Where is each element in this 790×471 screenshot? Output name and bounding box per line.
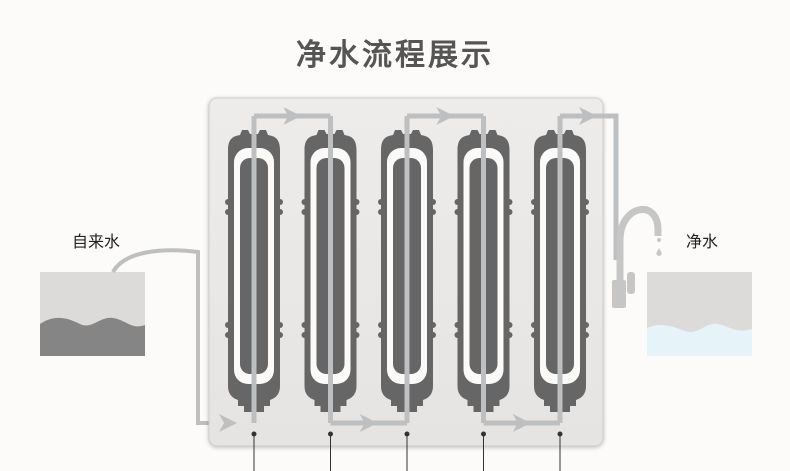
- cartridge-bump: [506, 199, 513, 205]
- cartridge-bump: [454, 209, 461, 215]
- faucet-icon: [612, 206, 662, 308]
- cartridge-bump: [378, 209, 384, 215]
- cartridge-bump: [430, 209, 436, 215]
- cartridge-bump: [301, 209, 308, 215]
- cartridge-bump: [225, 199, 231, 205]
- pure-water-wave: [647, 323, 752, 356]
- cartridge-bump: [353, 199, 360, 205]
- page-title: 净水流程展示: [296, 38, 494, 73]
- cartridge-bump: [277, 322, 283, 328]
- cartridge-bump: [454, 199, 461, 205]
- cartridge-bump: [277, 332, 283, 338]
- cartridge-bump: [506, 209, 513, 215]
- flow-arrow: [359, 414, 378, 432]
- cartridge-bump: [583, 322, 589, 328]
- cartridge-bump: [301, 322, 308, 328]
- cartridge-bump: [506, 332, 513, 338]
- flow-arrow: [436, 107, 455, 125]
- cartridge-bump: [353, 322, 360, 328]
- cartridge-bump: [454, 332, 461, 338]
- cartridge-bump: [353, 332, 360, 338]
- water-drop: [657, 238, 661, 242]
- cartridge-bump: [225, 332, 231, 338]
- cartridge-bump: [301, 332, 308, 338]
- source-label: 自来水: [72, 232, 121, 251]
- cartridge-bump: [430, 332, 436, 338]
- cartridge-bump: [583, 209, 589, 215]
- cartridge-bump: [454, 322, 461, 328]
- cartridge-bump: [583, 199, 589, 205]
- cartridge-bump: [583, 332, 589, 338]
- outlet-arrow: [579, 107, 597, 125]
- cartridge-bump: [430, 322, 436, 328]
- leader-lines: [251, 431, 563, 471]
- flow-pipes: [219, 107, 619, 432]
- cartridge-bump: [301, 199, 308, 205]
- inlet-arrow: [219, 414, 237, 432]
- cartridge-bump: [225, 209, 231, 215]
- cartridge-bump: [506, 322, 513, 328]
- cartridge-bump: [531, 332, 537, 338]
- output-label: 净水: [686, 232, 719, 251]
- flow-arrow: [283, 107, 302, 125]
- cartridge-bump: [531, 199, 537, 205]
- cartridge-bump: [277, 209, 283, 215]
- flow-arrow: [512, 414, 531, 432]
- cartridge-bump: [353, 209, 360, 215]
- cartridge-bump: [430, 199, 436, 205]
- outlet-pipe: [560, 113, 619, 260]
- water-drop: [656, 248, 662, 256]
- cartridge-bump: [531, 209, 537, 215]
- pure-water-tank: [647, 272, 752, 356]
- raw-water-tank: [40, 272, 145, 356]
- cartridge-bump: [225, 322, 231, 328]
- cartridge-bump: [531, 322, 537, 328]
- cartridge-bump: [277, 199, 283, 205]
- cartridge-bump: [378, 199, 384, 205]
- raw-water-wave: [40, 317, 145, 356]
- cartridge-bump: [378, 332, 384, 338]
- inlet-pipe: [111, 248, 250, 425]
- cartridge-bump: [378, 322, 384, 328]
